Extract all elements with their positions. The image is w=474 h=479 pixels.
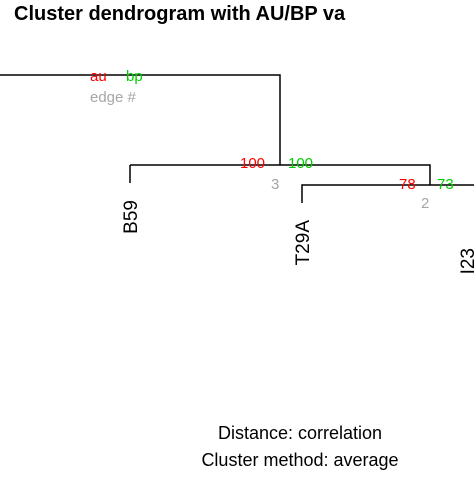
leaf-label-t29a: T29A: [293, 220, 314, 266]
edge-2-bp-value: 73: [437, 176, 454, 193]
edge-2-values: 78 73 2: [399, 176, 454, 212]
chart-title: Cluster dendrogram with AU/BP va: [14, 3, 346, 25]
leaf-label-b59: B59: [121, 200, 142, 234]
distance-caption: Distance: correlation: [218, 423, 382, 443]
cluster-method-caption: Cluster method: average: [201, 450, 398, 470]
legend-edge-label: edge #: [90, 89, 137, 106]
root-branch-line: [0, 74, 281, 165]
edge-3-number: 3: [271, 176, 279, 193]
edge-3-bp-value: 100: [288, 155, 313, 172]
legend: au bp edge #: [90, 68, 143, 106]
legend-au-label: au: [90, 68, 107, 85]
edge-2-au-value: 78: [399, 176, 416, 193]
leaf-label-i23: I23: [458, 248, 474, 274]
edge-3-au-value: 100: [240, 155, 265, 172]
node-2-branch-line: [301, 184, 474, 203]
node-3-branch-line: [129, 164, 431, 185]
edge-2-number: 2: [421, 195, 429, 212]
captions: Distance: correlation Cluster method: av…: [201, 423, 398, 470]
edge-3-values: 100 100 3: [240, 155, 313, 193]
legend-bp-label: bp: [126, 68, 143, 85]
leaf-labels: B59 T29A I23: [121, 200, 474, 274]
dendrogram-lines: [0, 74, 474, 203]
